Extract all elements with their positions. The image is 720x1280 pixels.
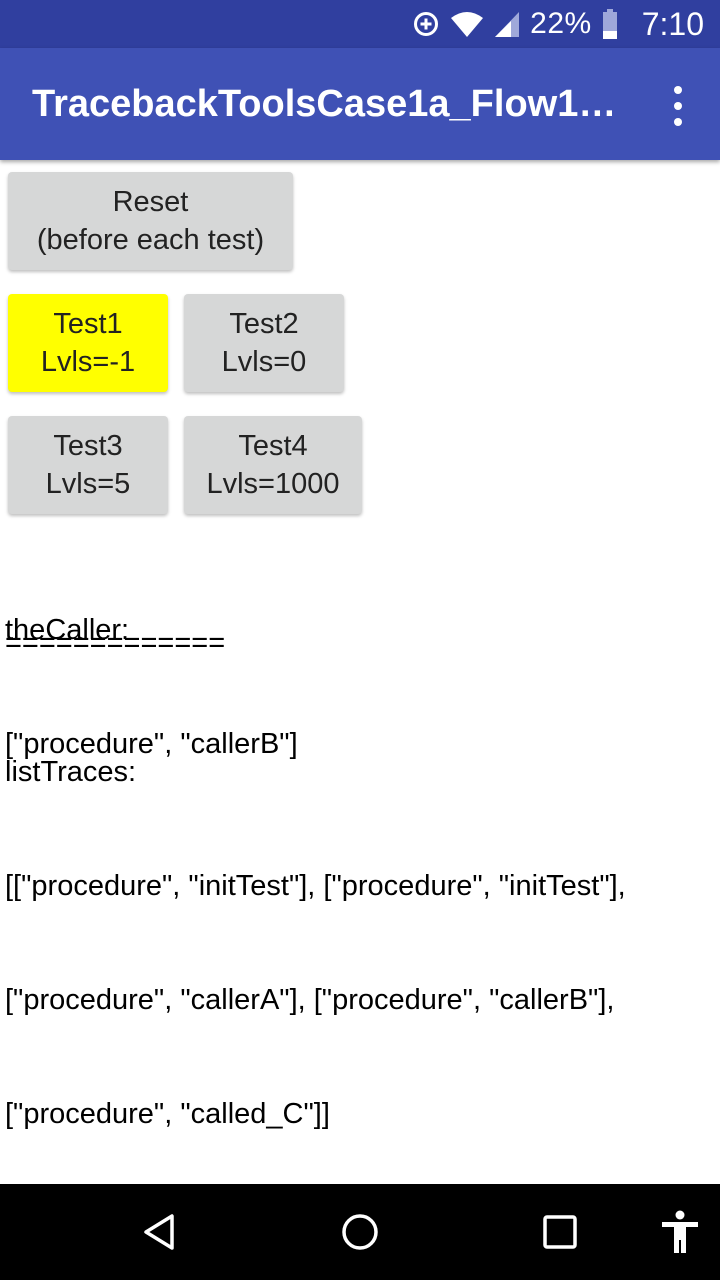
test4-button[interactable]: Test4 Lvls=1000	[184, 416, 362, 514]
clock: 7:10	[641, 5, 704, 42]
status-icons: 22% 7:10	[412, 0, 704, 48]
test3-button-label: Test3	[53, 430, 123, 462]
battery-percent: 22%	[530, 7, 592, 40]
test2-button-label: Test2	[229, 308, 299, 340]
caller-value: ["procedure", "callerB"]	[5, 728, 298, 760]
traces-line: ["procedure", "callerA"], ["procedure", …	[5, 984, 615, 1016]
data-saver-icon	[412, 10, 440, 38]
traces-output: listTraces: [["procedure", "initTest"], …	[5, 677, 715, 1171]
reset-button-sublabel: (before each test)	[36, 224, 265, 256]
traces-line: ["procedure", "called_C"]]	[5, 1098, 330, 1130]
traces-line: [["procedure", "initTest"], ["procedure"…	[5, 870, 626, 902]
separator: =============	[5, 627, 226, 659]
test3-button[interactable]: Test3 Lvls=5	[8, 416, 168, 514]
accessibility-icon[interactable]	[632, 1184, 720, 1280]
app-bar: TracebackToolsCase1a_Flow1…	[0, 48, 720, 160]
reset-button-label: Reset	[112, 186, 189, 218]
navigation-bar	[0, 1184, 720, 1280]
test4-button-sublabel: Lvls=1000	[206, 468, 340, 500]
recents-icon[interactable]	[512, 1184, 608, 1280]
battery-icon	[602, 9, 618, 39]
caller-label: theCaller:	[5, 614, 130, 646]
test4-button-label: Test4	[238, 430, 308, 462]
home-icon[interactable]	[312, 1184, 408, 1280]
test2-button[interactable]: Test2 Lvls=0	[184, 294, 344, 392]
test3-button-sublabel: Lvls=5	[45, 468, 131, 500]
test1-button-label: Test1	[53, 308, 123, 340]
status-bar: 22% 7:10	[0, 0, 720, 48]
app-title: TracebackToolsCase1a_Flow1…	[32, 83, 612, 125]
traces-label: listTraces:	[5, 756, 137, 788]
test1-button-sublabel: Lvls=-1	[40, 346, 136, 378]
back-icon[interactable]	[112, 1184, 208, 1280]
test2-button-sublabel: Lvls=0	[221, 346, 307, 378]
overflow-menu-icon[interactable]	[658, 86, 698, 126]
test1-button[interactable]: Test1 Lvls=-1	[8, 294, 168, 392]
wifi-icon	[450, 10, 484, 38]
caller-output: theCaller: ["procedure", "callerB"]	[5, 535, 715, 801]
reset-button[interactable]: Reset (before each test)	[8, 172, 293, 270]
cell-signal-icon	[494, 10, 520, 38]
